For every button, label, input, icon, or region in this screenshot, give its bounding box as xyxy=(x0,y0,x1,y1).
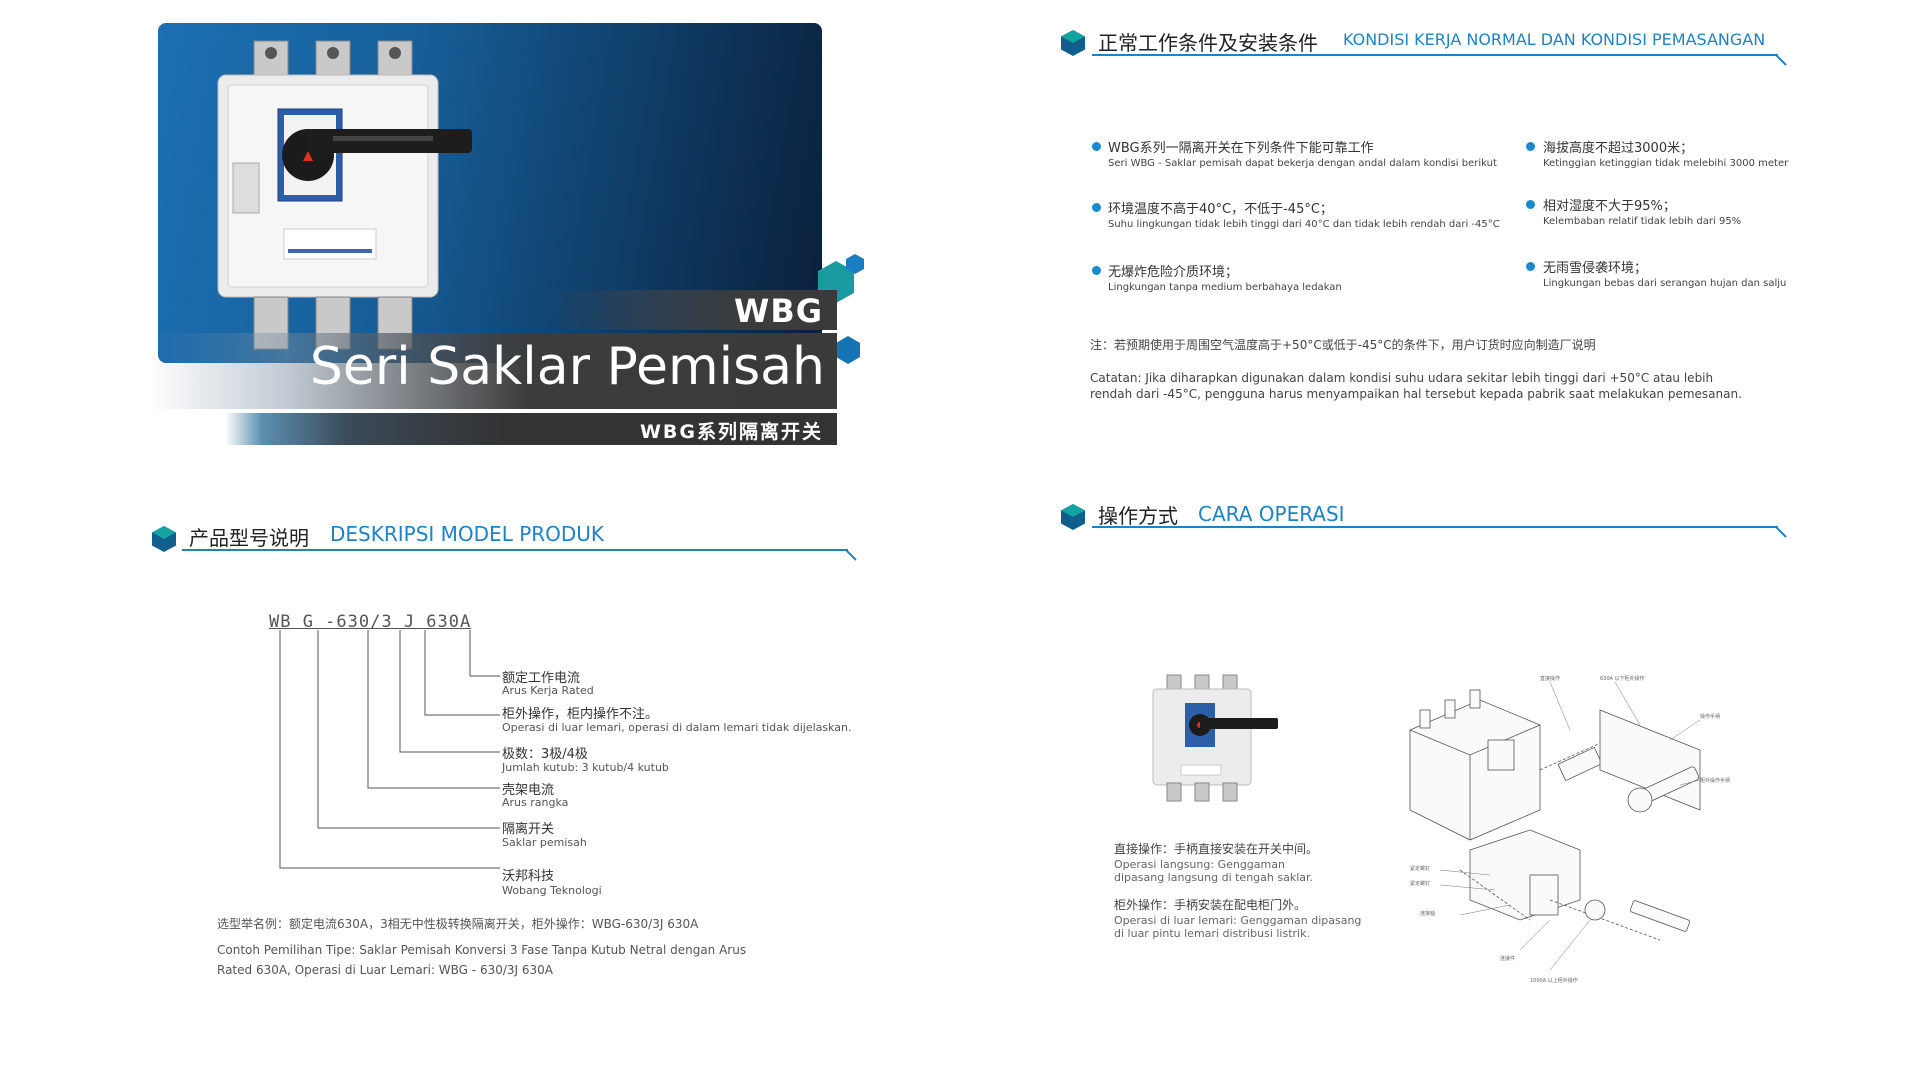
model-example-en: Contoh Pemilihan Tipe: Saklar Pemisah Ko… xyxy=(217,943,747,977)
condition-en: Seri WBG - Saklar pemisah dapat bekerja … xyxy=(1108,158,1497,169)
exploded-assembly-diagram: 直接操作 630A 以下柜外操作 操作手柄 柜外操作手柄 紧定螺钉 紧定螺钉 连… xyxy=(1409,675,1730,984)
operation-header-cn: 操作方式 xyxy=(1098,504,1178,528)
model-label-cn: 隔离开关 xyxy=(502,822,555,837)
model-header-rule xyxy=(182,549,848,551)
model-label-en: Wobang Teknologi xyxy=(502,884,602,897)
svg-text:1000A 以上柜外操作: 1000A 以上柜外操作 xyxy=(1530,977,1578,984)
condition-en: Ketinggian ketinggian tidak melebihi 300… xyxy=(1543,158,1789,169)
section-hexagon-icon xyxy=(1061,504,1085,530)
bullet-icon xyxy=(1526,262,1535,271)
condition-en: Suhu lingkungan tidak lebih tinggi dari … xyxy=(1108,219,1500,230)
hero-subtitle: WBG系列隔离开关 xyxy=(639,421,823,443)
model-code-text: WB G -630/3 J 630A xyxy=(269,612,472,632)
condition-cn: 无爆炸危险介质环境； xyxy=(1108,265,1239,280)
bullet-icon xyxy=(1526,142,1535,151)
hero-subtitle-band: WBG系列隔离开关 xyxy=(225,413,837,445)
condition-en: Lingkungan bebas dari serangan hujan dan… xyxy=(1543,278,1787,289)
model-label-cn: 额定工作电流 xyxy=(502,671,581,686)
section-hexagon-icon xyxy=(1061,30,1085,56)
switch-direct-image xyxy=(1152,674,1278,802)
svg-text:紧定螺钉: 紧定螺钉 xyxy=(1410,880,1430,887)
condition-cn: 相对湿度不大于95%； xyxy=(1543,199,1676,214)
svg-text:连接轴: 连接轴 xyxy=(1420,910,1435,917)
hero-model: WBG xyxy=(734,292,823,330)
rule-end-tick xyxy=(846,549,857,561)
operation-direct-cn: 直接操作：手柄直接安装在开关中间。 xyxy=(1114,842,1319,856)
model-code: WB G -630/3 J 630A xyxy=(269,612,471,632)
section-hexagon-icon xyxy=(152,526,176,552)
conditions-header-en: KONDISI KERJA NORMAL DAN KONDISI PEMASAN… xyxy=(1343,30,1766,49)
model-example-cn: 选型举名例：额定电流630A，3相无中性极转换隔离开关，柜外操作：WBG-630… xyxy=(217,917,699,931)
svg-text:630A 以下柜外操作: 630A 以下柜外操作 xyxy=(1600,675,1645,682)
model-label-cn: 壳架电流 xyxy=(502,783,555,798)
operation-outside-en: Operasi di luar lemari: Genggaman dipasa… xyxy=(1114,914,1362,940)
svg-text:连接件: 连接件 xyxy=(1500,955,1515,962)
operation-header-rule xyxy=(1092,526,1778,528)
operation-outside-cn: 柜外操作：手柄安装在配电柜门外。 xyxy=(1114,898,1307,912)
conditions-note-en: Catatan: Jika diharapkan digunakan dalam… xyxy=(1090,371,1742,401)
rule-end-tick xyxy=(1776,526,1787,538)
operation-header-en: CARA OPERASI xyxy=(1198,502,1345,526)
svg-text:紧定螺钉: 紧定螺钉 xyxy=(1410,865,1430,872)
condition-en: Kelembaban relatif tidak lebih dari 95% xyxy=(1543,216,1742,227)
model-label-en: Saklar pemisah xyxy=(502,836,587,849)
svg-text:柜外操作手柄: 柜外操作手柄 xyxy=(1700,777,1730,784)
model-label-en: Jumlah kutub: 3 kutub/4 kutub xyxy=(502,761,669,774)
hero-title: Seri Saklar Pemisah xyxy=(309,337,825,397)
condition-cn: WBG系列一隔离开关在下列条件下能可靠工作 xyxy=(1108,141,1374,156)
bullet-icon xyxy=(1092,203,1101,212)
model-label-cn: 极数：3极/4极 xyxy=(502,747,588,762)
condition-cn: 环境温度不高于40°C，不低于-45°C； xyxy=(1108,202,1333,217)
hero-title-band: Seri Saklar Pemisah xyxy=(148,333,837,409)
model-label-en: Operasi di luar lemari, operasi di dalam… xyxy=(502,721,852,734)
svg-text:直接操作: 直接操作 xyxy=(1540,675,1560,682)
hero-hexagon-decor xyxy=(818,254,864,364)
model-header-cn: 产品型号说明 xyxy=(189,526,309,550)
model-connector-lines xyxy=(279,630,500,869)
svg-text:操作手柄: 操作手柄 xyxy=(1700,713,1720,720)
model-label-cn: 沃邦科技 xyxy=(502,869,555,884)
condition-cn: 海拔高度不超过3000米； xyxy=(1543,141,1694,156)
conditions-header-rule xyxy=(1092,54,1778,56)
hero-model-band: WBG xyxy=(545,290,837,330)
bullet-icon xyxy=(1526,200,1535,209)
condition-en: Lingkungan tanpa medium berbahaya ledaka… xyxy=(1108,282,1342,293)
operation-direct-en: Operasi langsung: Genggaman dipasang lan… xyxy=(1114,858,1314,884)
bullet-icon xyxy=(1092,266,1101,275)
conditions-note-cn: 注：若预期使用于周围空气温度高于+50°C或低于-45°C的条件下，用户订货时应… xyxy=(1090,338,1596,352)
bullet-icon xyxy=(1092,142,1101,151)
rule-end-tick xyxy=(1776,54,1787,66)
model-label-cn: 柜外操作，柜内操作不注。 xyxy=(502,707,659,722)
model-header-en: DESKRIPSI MODEL PRODUK xyxy=(330,522,605,546)
model-label-en: Arus Kerja Rated xyxy=(502,684,594,697)
conditions-header-cn: 正常工作条件及安装条件 xyxy=(1098,31,1318,55)
condition-cn: 无雨雪侵袭环境； xyxy=(1543,261,1648,276)
isolator-switch-image xyxy=(217,40,472,350)
hero-product-photo xyxy=(158,23,822,363)
model-label-en: Arus rangka xyxy=(502,796,569,809)
